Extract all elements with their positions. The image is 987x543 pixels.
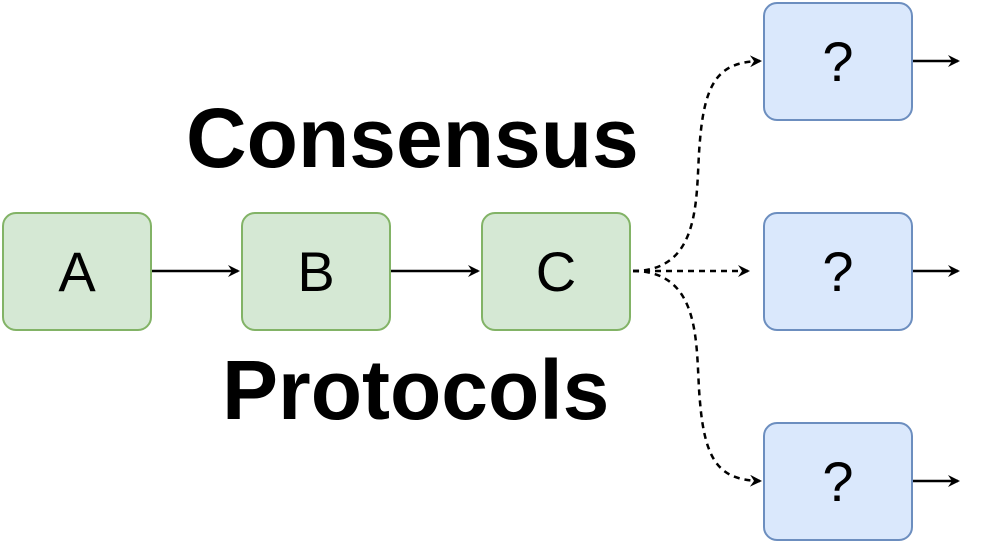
title-line-consensus: Consensus	[186, 91, 639, 185]
title-line-protocols: Protocols	[222, 343, 610, 437]
node-c: C	[481, 212, 631, 331]
edge-c-to-q1	[632, 55, 762, 273]
unknown-node-middle: ?	[763, 212, 913, 331]
edge-c-to-q3	[632, 269, 762, 487]
node-a: A	[2, 212, 152, 331]
node-b: B	[241, 212, 391, 331]
unknown-node-top: ?	[763, 2, 913, 121]
unknown-node-bottom: ?	[763, 422, 913, 541]
